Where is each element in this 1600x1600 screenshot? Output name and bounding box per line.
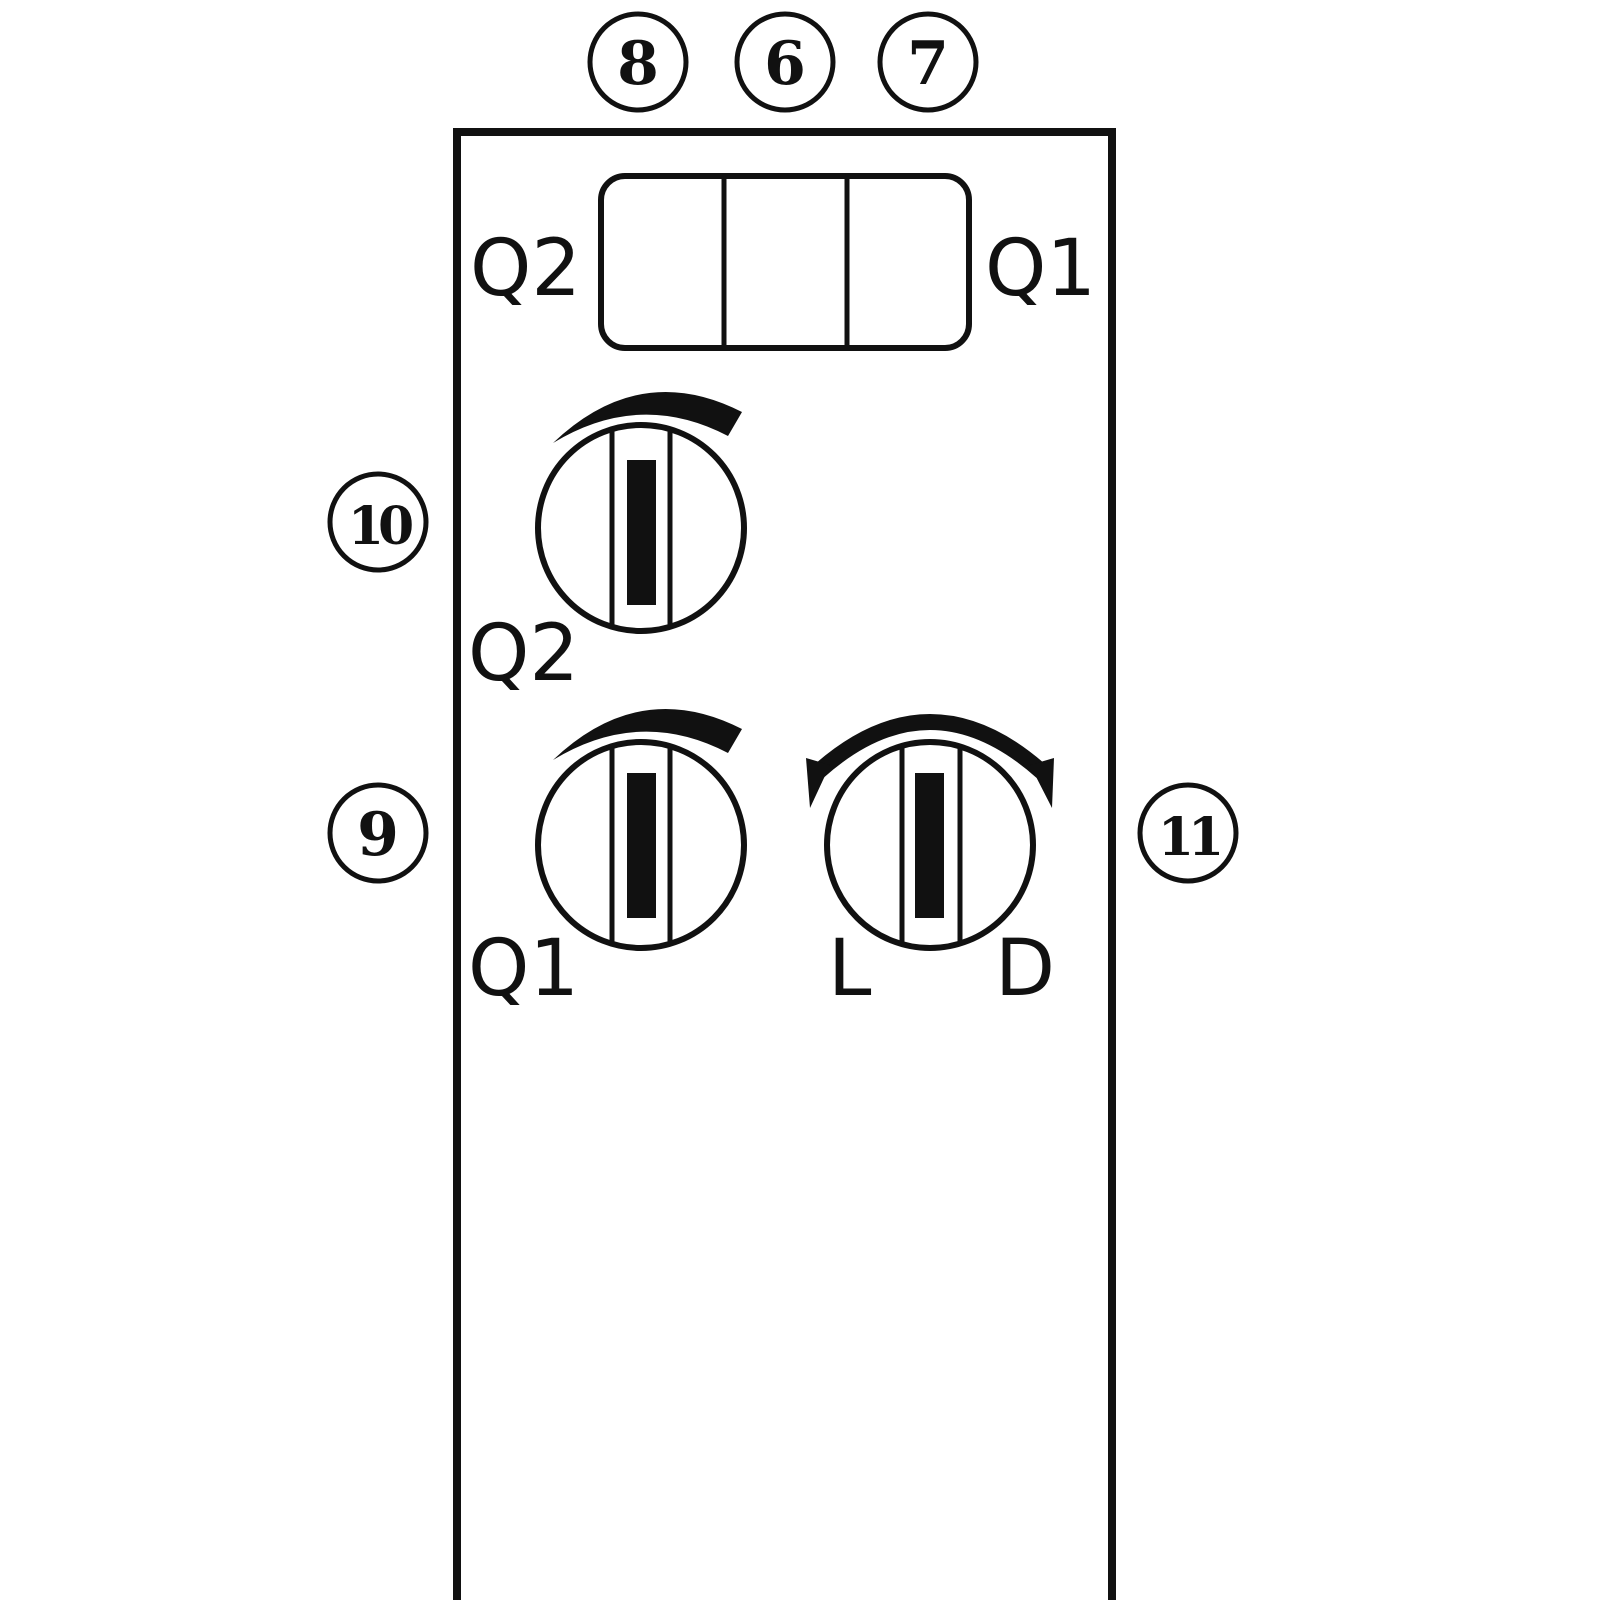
bidirectional-arrow-icon [812,714,1048,778]
svg-text:8: 8 [617,29,659,99]
switch-label-d: D [995,924,1055,1014]
knob-label-q2: Q2 [468,609,579,699]
svg-text:6: 6 [764,29,806,99]
svg-text:11: 11 [1158,807,1219,868]
callout-10: 10 [327,471,429,573]
svg-text:9: 9 [357,800,399,870]
svg-text:7: 7 [907,29,949,99]
rotation-arc-icon [553,708,742,760]
svg-text:10: 10 [348,496,412,557]
rotation-arc-icon [553,391,742,443]
led-display [598,173,972,351]
callout-9: 9 [327,782,429,884]
knob-label-q1: Q1 [468,924,579,1014]
callout-8: 8 [587,11,689,113]
led-label-q1: Q1 [985,224,1096,314]
light-dark-switch[interactable] [806,714,1054,951]
callout-7: 7 [877,11,979,113]
led-label-q2: Q2 [470,224,581,314]
potentiometer-q2[interactable] [535,391,747,634]
switch-label-l: L [828,924,872,1014]
device-housing [453,128,1116,1600]
callout-11: 11 [1137,782,1239,884]
potentiometer-q1[interactable] [535,708,747,951]
callout-6: 6 [734,11,836,113]
